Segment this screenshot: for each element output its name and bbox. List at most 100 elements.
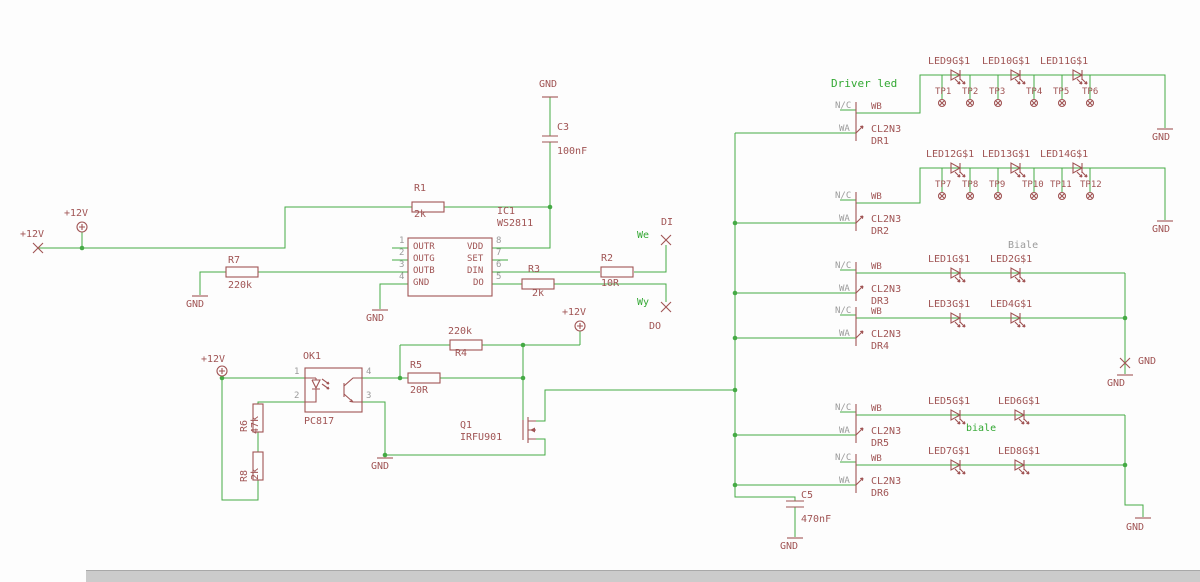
c5-name: C5 <box>801 490 814 501</box>
dr2-value: CL2N3 <box>871 214 902 225</box>
horizontal-scrollbar[interactable] <box>86 570 1200 582</box>
r2-name: R2 <box>601 253 614 264</box>
ic1-value: WS2811 <box>497 218 534 229</box>
driver-led-label: Driver led <box>831 77 898 90</box>
capacitor-c3 <box>542 135 558 143</box>
gnd-label-c5: GND <box>780 541 799 552</box>
p12v-label-top: +12V <box>64 208 89 219</box>
r8-value: 2k <box>250 467 261 480</box>
ic1-pin-name-outb: OUTB <box>413 266 435 276</box>
tp1-name: TP1 <box>935 87 952 97</box>
r6-name: R6 <box>239 419 250 432</box>
dr5-name: DR5 <box>871 438 890 449</box>
led8-name: LED8G$1 <box>998 446 1041 457</box>
ic1-name: IC1 <box>497 206 516 217</box>
wy-net-label: Wy <box>637 297 650 308</box>
gnd-label-row2: GND <box>1152 224 1171 235</box>
dr3-value: CL2N3 <box>871 284 902 295</box>
dr6-name: DR6 <box>871 488 890 499</box>
led5-name: LED5G$1 <box>928 396 971 407</box>
ic1-pin-number-4: 4 <box>399 272 405 282</box>
dr4-pin-wb: WB <box>871 307 882 317</box>
dr3-name: DR3 <box>871 296 890 307</box>
dr5-value: CL2N3 <box>871 426 902 437</box>
r6-value: 47k <box>250 415 261 434</box>
dr3-pin-nc: N/C <box>835 261 852 271</box>
dr1-pin-wa: WA <box>839 124 850 134</box>
ok1-value: PC817 <box>304 416 335 427</box>
r1-name: R1 <box>414 183 427 194</box>
ic1-pin-name-outg: OUTG <box>413 254 435 264</box>
dr1-value: CL2N3 <box>871 124 902 135</box>
ok1-pin-number-4: 4 <box>366 367 372 377</box>
tp6-name: TP6 <box>1082 87 1099 97</box>
led14-name: LED14G$1 <box>1040 149 1089 160</box>
led11-name: LED11G$1 <box>1040 56 1089 67</box>
gnd-port-label: GND <box>1138 356 1157 367</box>
c3-value: 100nF <box>557 146 588 157</box>
tp11-name: TP11 <box>1050 180 1072 190</box>
tp9-name: TP9 <box>989 180 1006 190</box>
ok1-pin-number-3: 3 <box>366 391 372 401</box>
we-net-label: We <box>637 230 650 241</box>
dr5-pin-wa: WA <box>839 426 850 436</box>
r8-name: R8 <box>239 469 250 482</box>
ic1-pin-name-outr: OUTR <box>413 242 435 252</box>
gnd-label-c3: GND <box>539 79 558 90</box>
led10-name: LED10G$1 <box>982 56 1031 67</box>
biale-label: Biale <box>1008 240 1039 251</box>
ic1-pin-number-7: 7 <box>496 248 502 258</box>
r7-name: R7 <box>228 255 241 266</box>
tp7-name: TP7 <box>935 180 952 190</box>
dr1-name: DR1 <box>871 136 890 147</box>
c5-value: 470nF <box>801 514 832 525</box>
ok1-pin-number-1: 1 <box>294 367 300 377</box>
ok1-pc817-symbol <box>304 367 363 413</box>
biale-net-label: biale <box>966 423 997 434</box>
led9-name: LED9G$1 <box>928 56 971 67</box>
dr2-name: DR2 <box>871 226 890 237</box>
r4-name: R4 <box>455 348 468 359</box>
dr2-pin-wa: WA <box>839 214 850 224</box>
led13-name: LED13G$1 <box>982 149 1031 160</box>
ok1-pin-number-2: 2 <box>294 391 300 401</box>
gnd-label-ic1: GND <box>366 313 385 324</box>
di-port-label: DI <box>661 217 674 228</box>
ic1-pin-name-vdd: VDD <box>467 242 484 252</box>
dr2-pin-nc: N/C <box>835 191 852 201</box>
do-port-label: DO <box>649 321 662 332</box>
r1-value: 2k <box>414 209 427 220</box>
led7-name: LED7G$1 <box>928 446 971 457</box>
tp12-name: TP12 <box>1080 180 1102 190</box>
r3-name: R3 <box>528 264 541 275</box>
ic1-pin-number-5: 5 <box>496 272 502 282</box>
capacitor-c5 <box>786 500 804 508</box>
dr6-pin-wa: WA <box>839 476 850 486</box>
ic1-ws2811-symbol <box>407 237 493 297</box>
ic1-pin-number-3: 3 <box>399 260 405 270</box>
net-wires <box>38 74 1166 537</box>
dr6-pin-wb: WB <box>871 454 882 464</box>
dr1-pin-nc: N/C <box>835 101 852 111</box>
dr6-value: CL2N3 <box>871 476 902 487</box>
dr3-pin-wa: WA <box>839 284 850 294</box>
gnd-label-bottom: GND <box>1126 522 1145 533</box>
led12-name: LED12G$1 <box>926 149 975 160</box>
led4-name: LED4G$1 <box>990 299 1033 310</box>
dr6-pin-nc: N/C <box>835 453 852 463</box>
dr4-pin-nc: N/C <box>835 306 852 316</box>
r5-name: R5 <box>410 360 423 371</box>
c3-name: C3 <box>557 122 570 133</box>
tp8-name: TP8 <box>962 180 979 190</box>
dr4-value: CL2N3 <box>871 329 902 340</box>
ic1-pin-number-2: 2 <box>399 248 405 258</box>
ic1-pin-number-8: 8 <box>496 236 502 246</box>
gnd-label-ok1: GND <box>371 461 390 472</box>
dr1-pin-wb: WB <box>871 102 882 112</box>
led6-name: LED6G$1 <box>998 396 1041 407</box>
capacitors <box>542 135 804 508</box>
led3-name: LED3G$1 <box>928 299 971 310</box>
r5-value: 20R <box>410 385 429 396</box>
